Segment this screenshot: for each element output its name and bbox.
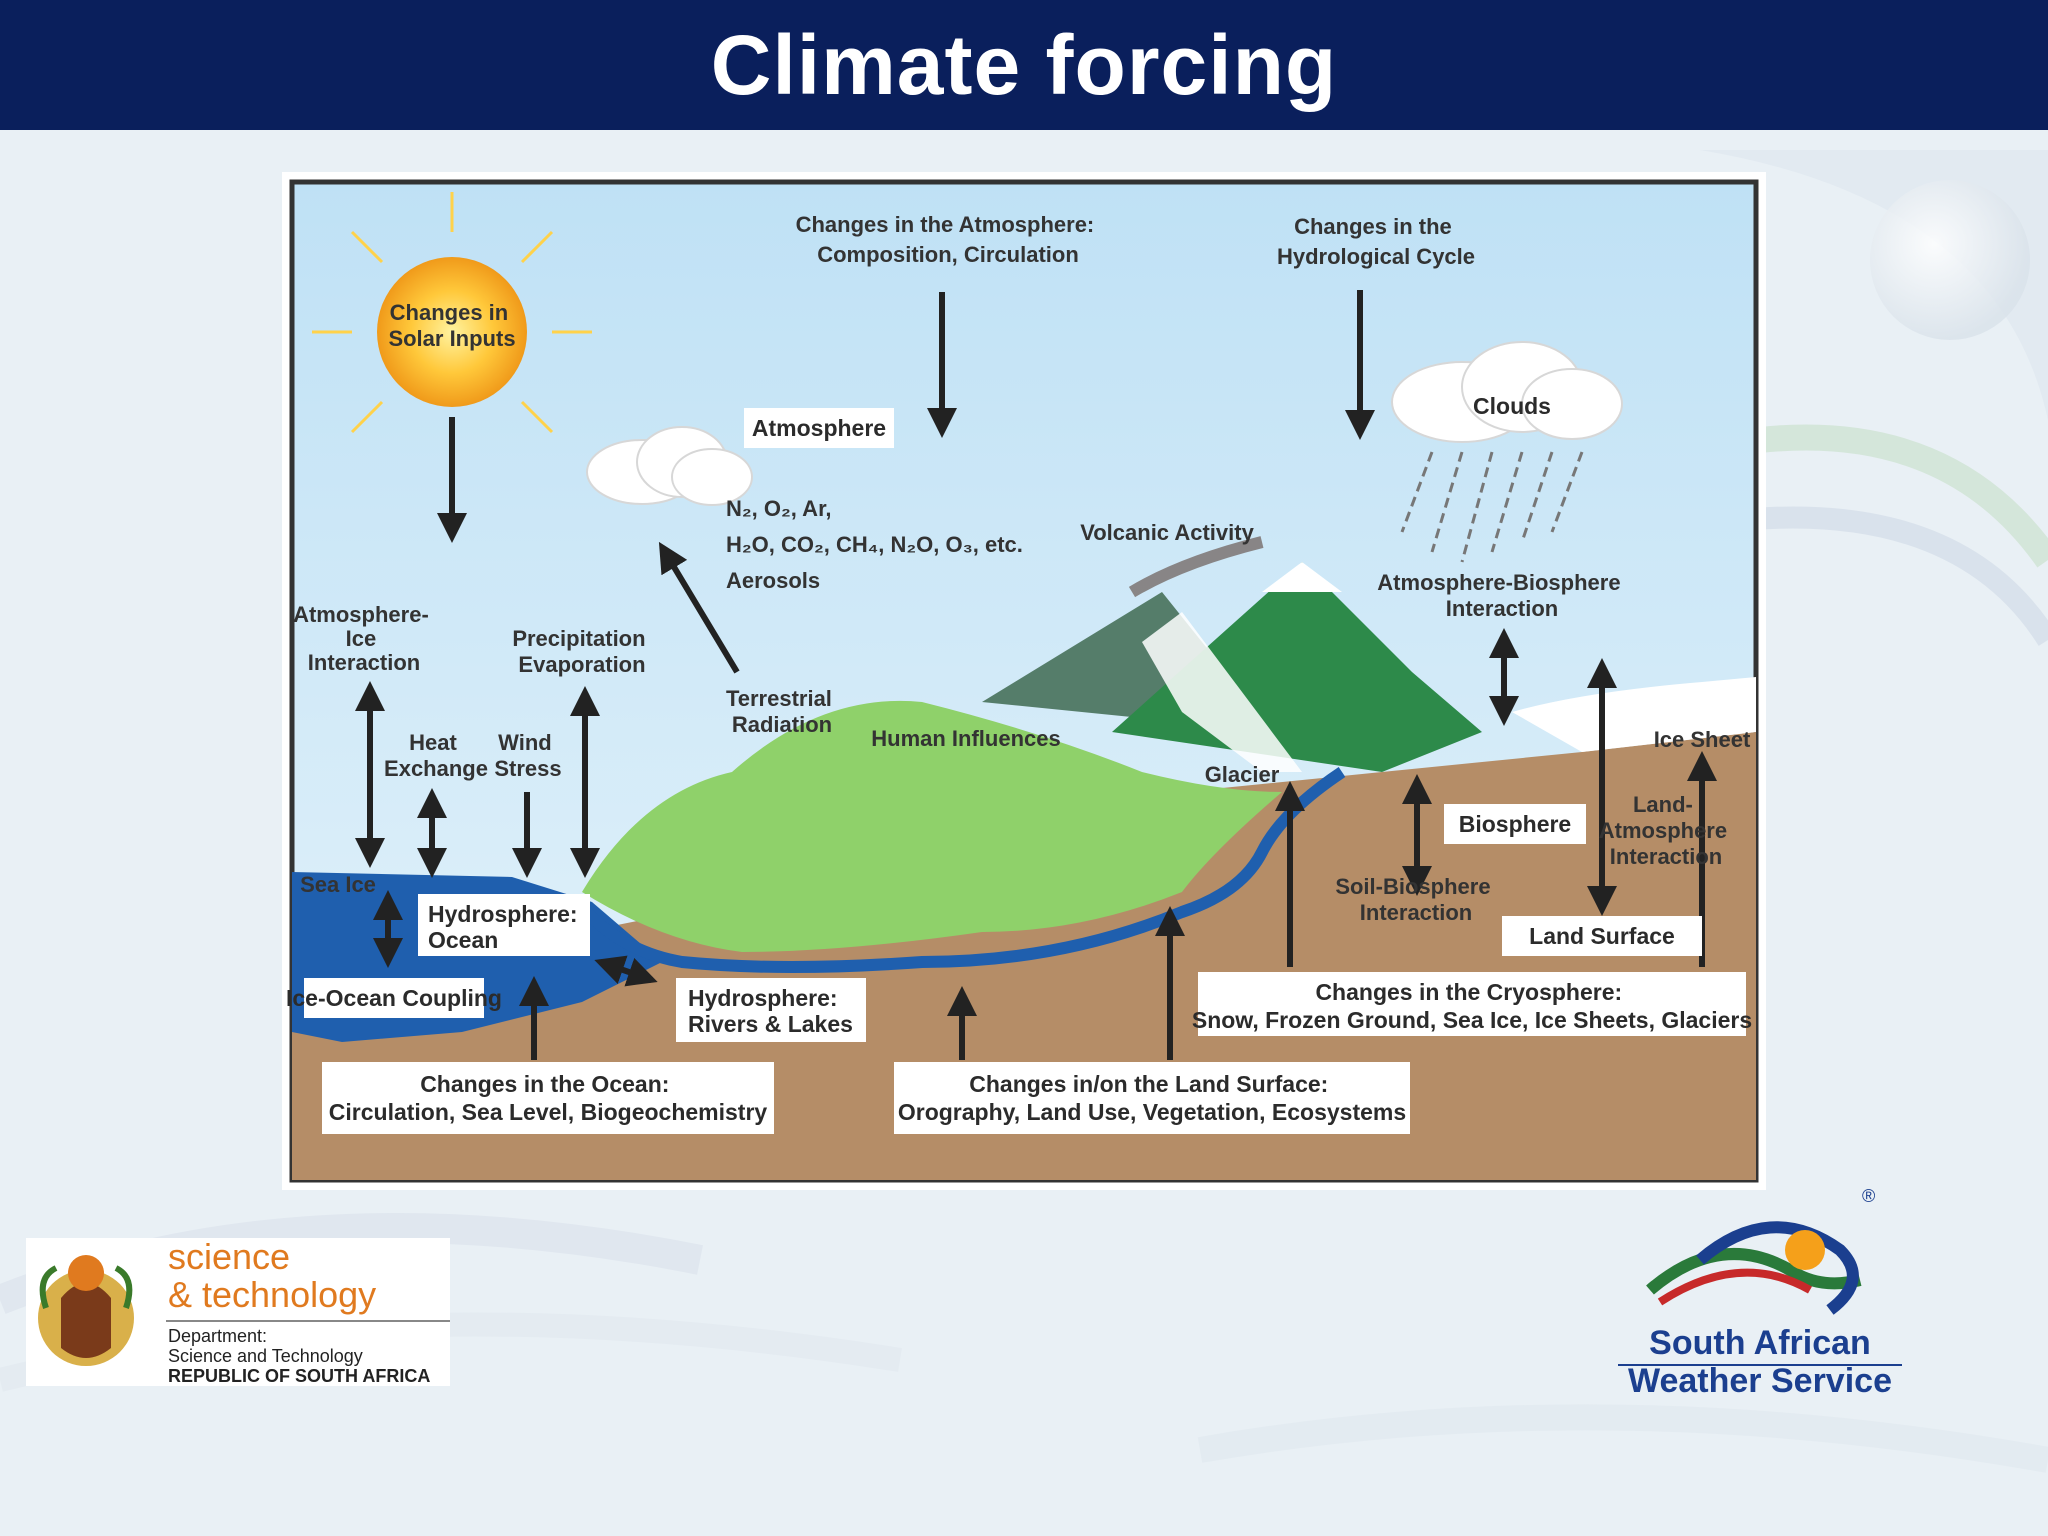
atmosphere-changes-label: Changes in the Atmosphere: Composition, … <box>796 212 1101 267</box>
land-changes-label: Changes in/on the Land Surface: Orograph… <box>898 1071 1406 1125</box>
saws-divider <box>1618 1364 1902 1366</box>
saws-name-line2: Weather Service <box>1628 1362 1892 1400</box>
soil-biosphere-label: Soil-Biosphere Interaction <box>1335 874 1496 925</box>
registered-mark: ® <box>1862 1186 1876 1206</box>
hydrological-changes-label: Changes in the Hydrological Cycle <box>1277 214 1475 269</box>
saws-name-line1: South African <box>1649 1324 1871 1362</box>
atmosphere-biosphere-label: Atmosphere-Biosphere Interaction <box>1377 570 1626 621</box>
rain-icon <box>1400 451 1584 563</box>
volcanic-label: Volcanic Activity <box>1080 520 1254 545</box>
slide-title: Climate forcing <box>710 17 1338 112</box>
atmosphere-label: Atmosphere <box>752 415 886 441</box>
dst-technology-text: & technology <box>168 1274 377 1315</box>
ocean-changes-label: Changes in the Ocean: Circulation, Sea L… <box>329 1071 768 1125</box>
sea-ice-label: Sea Ice <box>300 872 376 897</box>
dst-divider <box>166 1320 450 1322</box>
atmosphere-ice-label: Atmosphere- Ice Interaction <box>293 602 435 675</box>
green-land <box>582 700 1282 952</box>
solar-label: Changes in Solar Inputs <box>388 300 515 351</box>
hydrosphere-ocean-label: Hydrosphere: Ocean <box>428 901 584 953</box>
saws-swirl-icon <box>1646 1221 1862 1315</box>
title-bar: Climate forcing <box>0 0 2048 130</box>
ice-sheet-label: Ice Sheet <box>1654 727 1751 752</box>
terrestrial-label: Terrestrial Radiation <box>726 686 838 737</box>
precipitation-label: Precipitation Evaporation <box>512 626 651 677</box>
cloud-icon <box>586 341 1623 506</box>
land-surface-label: Land Surface <box>1529 923 1675 949</box>
biosphere-label: Biosphere <box>1459 811 1571 837</box>
ice-ocean-label: Ice-Ocean Coupling <box>286 985 502 1011</box>
dst-department-text: Department: <box>168 1326 268 1346</box>
coat-of-arms-icon <box>38 1255 134 1366</box>
climate-system-diagram: Changes in Solar Inputs Changes in the A… <box>282 172 1766 1190</box>
river <box>577 767 1346 973</box>
saws-logo: ® South African Weather Service <box>1600 1186 1920 1420</box>
cryosphere-label: Changes in the Cryosphere: Snow, Frozen … <box>1192 979 1752 1033</box>
glacier-label: Glacier <box>1205 762 1280 787</box>
human-influences-label: Human Influences <box>871 726 1060 751</box>
ice-sheet-shape <box>1512 677 1756 752</box>
gases-label: N₂, O₂, Ar, H₂O, CO₂, CH₄, N₂O, O₃, etc.… <box>726 496 1029 593</box>
land-atmosphere-label: Land- Atmosphere Interaction <box>1599 792 1733 869</box>
dst-science-text: science <box>168 1236 291 1277</box>
wind-stress-label: Wind Stress <box>494 730 561 781</box>
sun-icon <box>312 192 592 472</box>
clouds-label: Clouds <box>1473 393 1551 419</box>
heat-exchange-label: Heat Exchange <box>384 730 488 781</box>
ocean-river-arrow <box>594 955 658 987</box>
hydrosphere-rivers-label: Hydrosphere: Rivers & Lakes <box>688 985 853 1037</box>
glacier-shape <box>1142 612 1302 772</box>
dst-country-text: REPUBLIC OF SOUTH AFRICA <box>168 1366 431 1386</box>
dst-logo: science & technology Department: Science… <box>26 1238 450 1386</box>
terrestrial-radiation-arrow <box>658 541 740 674</box>
dst-name-text: Science and Technology <box>168 1346 363 1366</box>
